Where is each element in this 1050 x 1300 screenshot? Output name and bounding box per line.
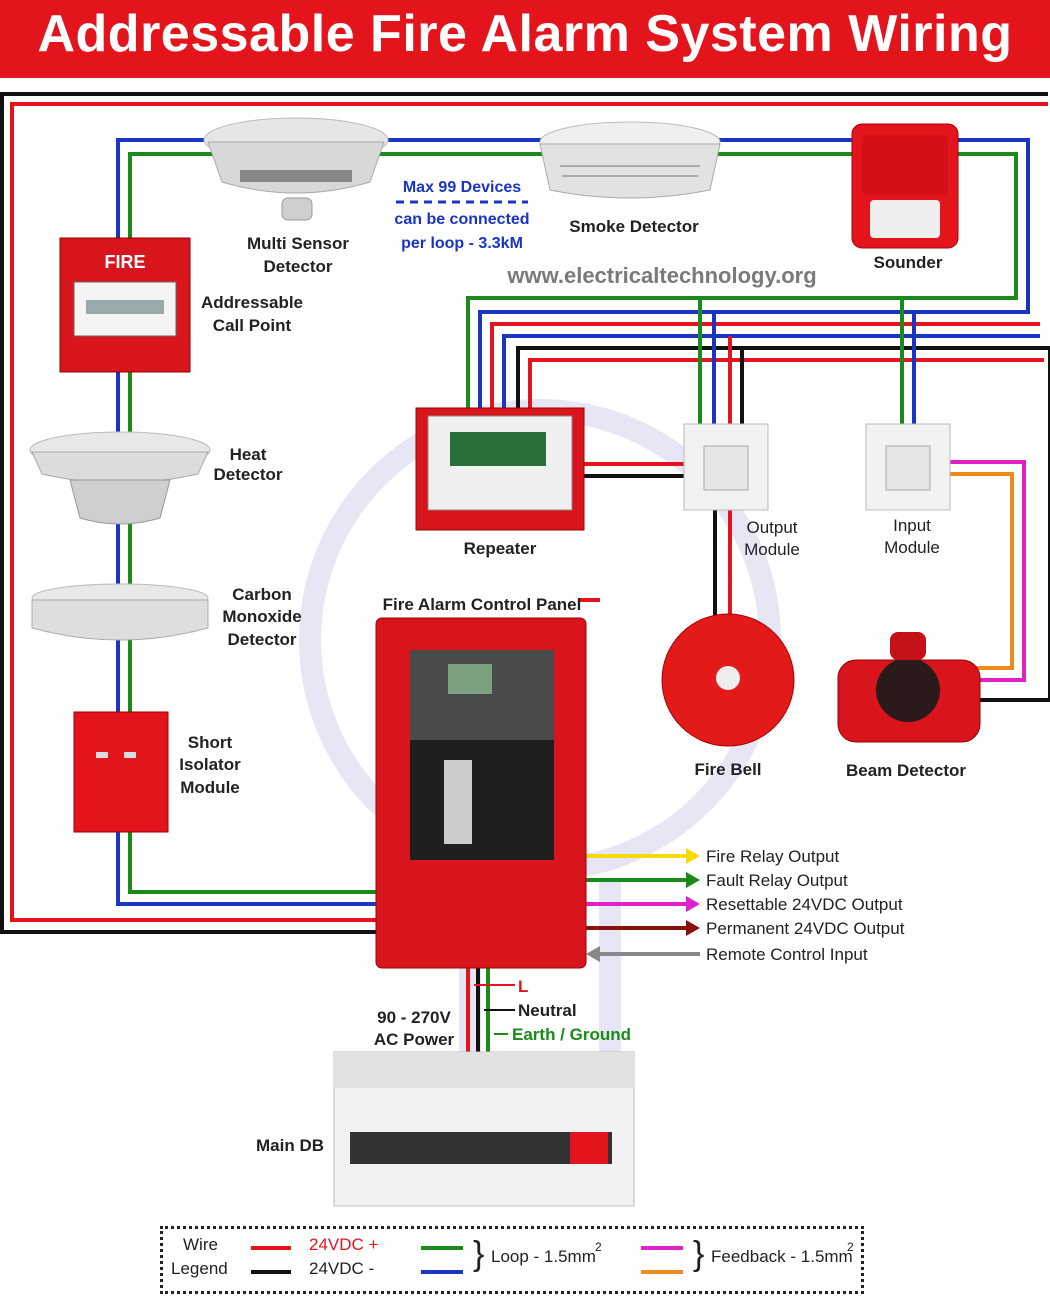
legend-magenta-line [641, 1246, 683, 1250]
output-module-label-2: Module [744, 540, 800, 559]
heat-label-1: Heat [230, 445, 267, 464]
input-module-label-2: Module [884, 538, 940, 557]
co-label-2: Monoxide [222, 607, 301, 626]
legend-loop-sup: 2 [595, 1240, 602, 1254]
loop-note-2: can be connected [394, 211, 529, 228]
smoke-detector-icon [539, 121, 721, 199]
output-module-label-1: Output [746, 518, 797, 537]
multi-sensor-label-1: Multi Sensor [247, 234, 349, 253]
legend-title-1: Wire [183, 1235, 218, 1254]
co-detector-icon [31, 583, 209, 641]
beam-detector-icon [837, 632, 981, 743]
output-label-fire-relay: Fire Relay Output [706, 847, 839, 866]
legend-neg: 24VDC - [309, 1259, 375, 1278]
outer-loop-wires [0, 92, 1050, 934]
fire-bell-label: Fire Bell [694, 760, 761, 779]
fire-bell-icon [661, 613, 795, 747]
heat-detector-icon [29, 431, 211, 525]
loop-note-3: per loop - 3.3kM [401, 235, 523, 252]
heat-label-2: Detector [214, 465, 283, 484]
call-point-label-1: Addressable [201, 293, 303, 312]
isolator-label-2: Isolator [179, 755, 241, 774]
output-label-resettable: Resettable 24VDC Output [706, 895, 903, 914]
repeater-icon [415, 407, 585, 531]
input-module-icon [865, 423, 951, 511]
repeater-label: Repeater [464, 539, 537, 558]
legend-green-line [421, 1246, 463, 1250]
website-label: www.electricaltechnology.org [506, 263, 816, 288]
smoke-detector-label: Smoke Detector [569, 217, 699, 236]
output-arrows [585, 848, 700, 962]
call-point-icon [59, 237, 191, 373]
beam-detector-label: Beam Detector [846, 761, 966, 780]
main-db-label: Main DB [256, 1136, 324, 1155]
module-wires [578, 298, 1026, 682]
output-label-remote: Remote Control Input [706, 945, 868, 964]
output-label-permanent: Permanent 24VDC Output [706, 919, 905, 938]
loop-note-1: Max 99 Devices [403, 179, 521, 196]
isolator-label-3: Module [180, 778, 240, 797]
neutral-label: Neutral [518, 1001, 577, 1020]
ac-power-wires [466, 968, 515, 1055]
output-module-icon [683, 423, 769, 511]
control-panel-icon [375, 617, 587, 969]
wire-legend: Wire Legend 24VDC + 24VDC - } Loop - 1.5… [160, 1226, 864, 1294]
co-label-3: Detector [228, 630, 297, 649]
call-point-face-text: FIRE [104, 252, 145, 272]
sounder-icon [851, 123, 959, 249]
multi-sensor-detector-icon [203, 117, 389, 221]
main-db-icon [333, 1051, 635, 1207]
sounder-label: Sounder [874, 253, 943, 272]
input-module-label-1: Input [893, 516, 931, 535]
co-label-1: Carbon [232, 585, 292, 604]
legend-title-2: Legend [171, 1259, 228, 1278]
panel-label: Fire Alarm Control Panel [383, 595, 582, 614]
legend-feedback: Feedback - 1.5mm [711, 1247, 853, 1266]
earth-label: Earth / Ground [512, 1025, 631, 1044]
live-label: L [518, 977, 528, 996]
legend-orange-line [641, 1270, 683, 1274]
legend-black-line [251, 1270, 291, 1274]
legend-loop: Loop - 1.5mm [491, 1247, 596, 1266]
multi-sensor-label-2: Detector [264, 257, 333, 276]
legend-red-line [251, 1246, 291, 1250]
power-label-2: AC Power [374, 1030, 455, 1049]
isolator-label-1: Short [188, 733, 233, 752]
power-label-1: 90 - 270V [377, 1008, 451, 1027]
isolator-module-icon [73, 711, 169, 833]
page-title: Addressable Fire Alarm System Wiring [37, 5, 1013, 63]
output-label-fault-relay: Fault Relay Output [706, 871, 848, 890]
title-bar: Addressable Fire Alarm System Wiring [0, 0, 1050, 78]
legend-feedback-sup: 2 [847, 1240, 854, 1254]
call-point-label-2: Call Point [213, 316, 292, 335]
legend-pos: 24VDC + [309, 1235, 379, 1254]
legend-blue-line [421, 1270, 463, 1274]
